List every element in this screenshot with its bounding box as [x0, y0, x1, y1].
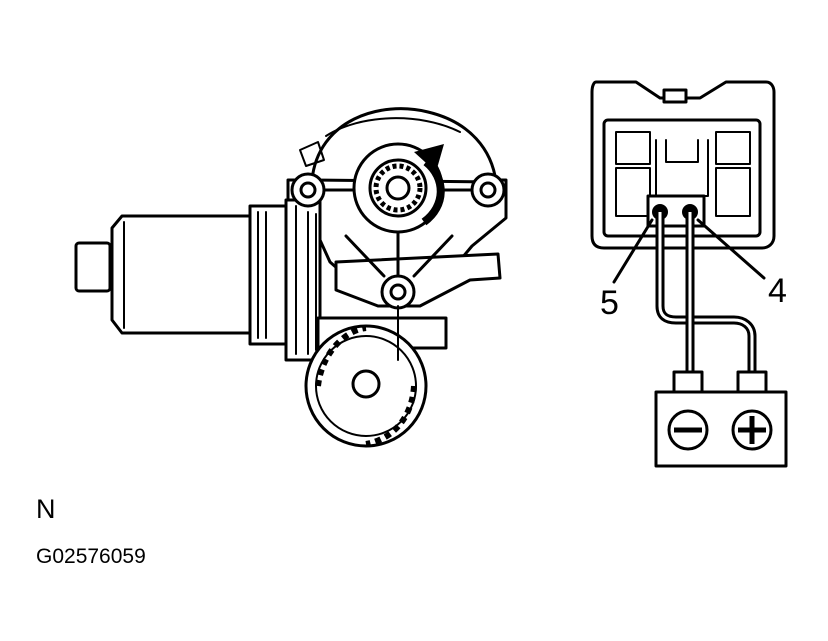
connector-housing [590, 80, 776, 250]
output-gear [352, 142, 444, 234]
battery-negative-icon [667, 409, 709, 451]
mounting-bolts [290, 172, 506, 310]
view-letter: N [36, 494, 56, 524]
battery-positive-icon [731, 409, 773, 451]
test-circuit: 5 4 [590, 80, 788, 468]
terminal-label-4: 4 [768, 272, 787, 310]
figure-code: G02576059 [36, 545, 146, 568]
wire-terminal-5-to-positive-core [658, 212, 754, 374]
leader-line-5 [612, 218, 654, 284]
motor-housing [110, 204, 292, 346]
bolt-left-icon [290, 172, 326, 208]
leader-line-4 [696, 218, 766, 280]
test-leads [655, 212, 757, 374]
terminal-label-5: 5 [600, 284, 619, 322]
battery [654, 370, 788, 468]
window-regulator-motor [74, 107, 508, 448]
drive-drum [304, 305, 448, 448]
bolt-right-icon [470, 172, 506, 208]
motor-end-cap [74, 241, 112, 293]
mounting-bracket [334, 252, 502, 308]
bolt-bottom-icon [380, 274, 416, 310]
rotation-arrow-icon [414, 144, 445, 226]
